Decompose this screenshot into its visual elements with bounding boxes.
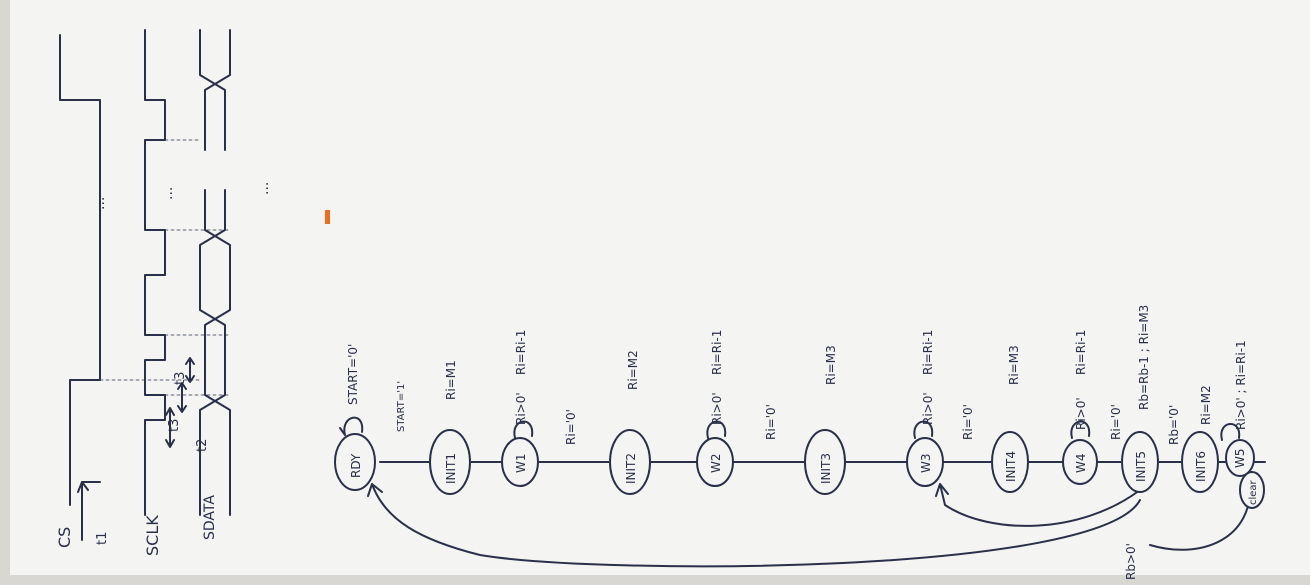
state-w5 (1225, 439, 1255, 477)
state-init5 (1121, 431, 1159, 493)
state-w2-label: W2 (709, 454, 723, 474)
sdata-lower (204, 29, 231, 516)
w4-selfloop (1070, 420, 1091, 439)
w1-selfloop (513, 420, 534, 439)
sdata-upper (199, 29, 226, 516)
t1-arrow (77, 481, 101, 541)
label-w1-cond: Ri>0' (514, 392, 528, 425)
state-w5-label: W5 (1233, 449, 1247, 469)
orange-mark (325, 210, 330, 224)
label-w4-cond: Ri>0' (1074, 397, 1088, 430)
label-w2-exit: Ri='0' (764, 404, 778, 440)
state-init1 (429, 429, 471, 495)
label-rb-loop: Rb>0' (1124, 543, 1138, 580)
state-w3-label: W3 (919, 454, 933, 474)
label-init6-act: Ri=M2 (1199, 385, 1213, 425)
rdy-selfloop (339, 416, 364, 436)
state-init5-label: INIT5 (1134, 451, 1148, 482)
state-w1-label: W1 (514, 454, 528, 474)
return-arc-rdy (367, 483, 1141, 568)
label-w4-act: Ri=Ri-1 (1074, 330, 1088, 375)
label-init2-act: Ri=M2 (626, 350, 640, 390)
t3-arrow-2 (185, 357, 195, 383)
label-w5-act: Ri>0' ; Ri=Ri-1 (1234, 340, 1248, 430)
state-w3 (906, 437, 944, 487)
paper-sheet (10, 0, 1310, 575)
w5-selfloop (1220, 423, 1241, 441)
signal-sdata: SDATA (202, 495, 218, 540)
label-init4-act: Ri=M3 (1007, 345, 1021, 385)
label-w1-exit: Ri='0' (564, 409, 578, 445)
state-init2 (609, 429, 651, 495)
state-w4 (1062, 439, 1098, 485)
state-init3-label: INIT3 (819, 453, 833, 484)
cs-waveform (59, 34, 101, 506)
ellipsis-sdata: ... (256, 182, 272, 195)
ellipsis-sclk: ... (160, 187, 176, 200)
state-init6-label: INIT6 (1194, 451, 1208, 482)
w3-selfloop (913, 420, 934, 439)
label-w2-cond: Ri>0' (710, 392, 724, 425)
ellipsis-cs: ... (92, 197, 108, 210)
state-rdy (334, 433, 376, 491)
timing-guides (99, 139, 231, 396)
label-w3-exit: Ri='0' (961, 404, 975, 440)
label-init5-exit: Rb='0' (1167, 405, 1181, 445)
state-init2-label: INIT2 (624, 453, 638, 484)
t3-arrow-1 (177, 382, 187, 413)
state-w1 (501, 437, 539, 487)
w2-selfloop (706, 420, 727, 439)
state-init4 (991, 431, 1029, 493)
label-start0: START='0' (346, 344, 360, 405)
label-init3-act: Ri=M3 (824, 345, 838, 385)
t2-arrow (165, 407, 175, 448)
state-w4-label: W4 (1074, 454, 1088, 474)
label-start1: START='1' (396, 381, 407, 432)
state-rdy-label: RDY (349, 453, 363, 478)
label-w3-cond: Ri>0' (921, 392, 935, 425)
label-w3-act: Ri=Ri-1 (921, 330, 935, 375)
t2-label: t2 (195, 439, 210, 452)
signal-sclk: SCLK (143, 515, 162, 556)
state-init1-label: INIT1 (444, 453, 458, 484)
state-clear (1239, 471, 1265, 509)
label-init1-act: Ri=M1 (444, 360, 458, 400)
return-arc-w3 (935, 483, 1141, 527)
t3-label-1: t3 (167, 419, 182, 432)
t3-label-2: t3 (173, 372, 188, 385)
label-w2-act: Ri=Ri-1 (710, 330, 724, 375)
state-clear-label: clear (1248, 479, 1259, 505)
label-init5-act: Rb=Rb-1 ; Ri=M3 (1137, 305, 1151, 410)
sclk-waveform (144, 29, 166, 516)
t1-label: t1 (95, 532, 110, 545)
state-init4-label: INIT4 (1004, 451, 1018, 482)
state-w2 (696, 437, 734, 487)
state-init3 (804, 429, 846, 495)
signal-cs: CS (55, 527, 74, 548)
label-w1-act: Ri=Ri-1 (514, 330, 528, 375)
label-w4-exit: Ri='0' (1109, 404, 1123, 440)
state-init6 (1181, 431, 1219, 493)
